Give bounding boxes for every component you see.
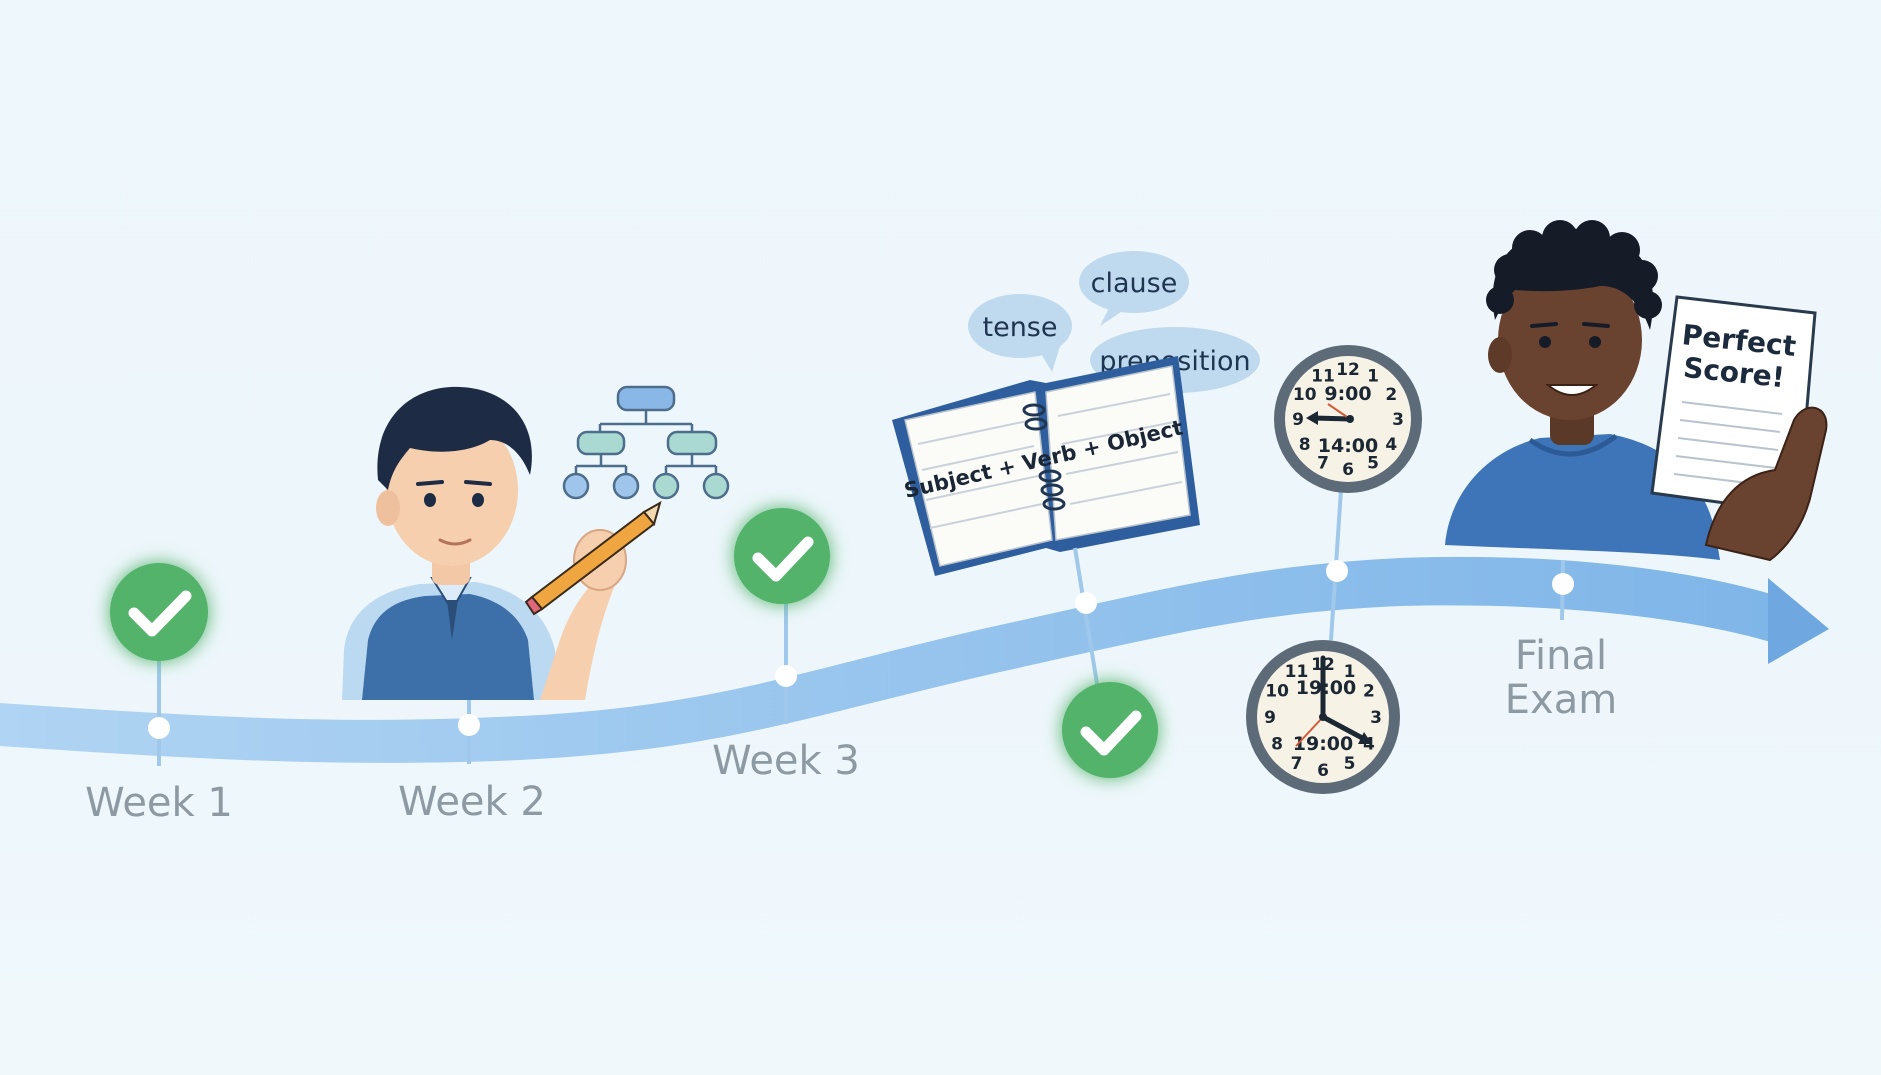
speech-bubble-tense: tense — [968, 294, 1072, 372]
check-icon — [110, 563, 208, 661]
svg-text:tense: tense — [983, 312, 1058, 343]
clock-numeral: 5 — [1344, 754, 1356, 774]
speech-bubble-clause: clause — [1079, 251, 1189, 326]
clock-numeral: 11 — [1311, 367, 1335, 387]
clock-numeral: 2 — [1363, 682, 1375, 702]
milestone-final-exam: Final Exam — [1505, 559, 1617, 723]
svg-text:9:00: 9:00 — [1324, 383, 1371, 405]
open-book-icon: Subject + Verb + Object — [892, 356, 1200, 576]
student-with-paper-illustration — [1445, 220, 1720, 560]
milestone-label: Week 3 — [712, 738, 860, 784]
timeline-ribbon — [0, 556, 1829, 763]
milestone-week-3: Week 3 — [712, 508, 860, 784]
clock-numeral: 3 — [1370, 708, 1382, 728]
clock-numeral: 8 — [1271, 735, 1283, 755]
milestone-week-1: Week 1 — [85, 563, 233, 826]
milestone-4 — [1062, 547, 1158, 778]
score-paper: Perfect Score! — [1650, 295, 1828, 562]
milestone-label: Week 2 — [398, 779, 546, 825]
milestone-week-2: Week 2 — [398, 700, 546, 825]
clock-numeral: 10 — [1265, 682, 1289, 702]
svg-text:clause: clause — [1091, 268, 1178, 299]
svg-text:19:00: 19:00 — [1293, 733, 1353, 755]
clock-numeral: 5 — [1367, 453, 1379, 473]
clock-numeral: 7 — [1317, 453, 1329, 473]
check-icon — [734, 508, 830, 604]
svg-text:14:00: 14:00 — [1318, 435, 1378, 457]
timeline-arrow-head — [1768, 578, 1829, 664]
clock-numeral: 1 — [1367, 367, 1379, 387]
svg-text:19:00: 19:00 — [1296, 677, 1356, 699]
book-spiral — [1022, 403, 1066, 511]
milestone-label: Week 1 — [85, 780, 233, 826]
milestone-label-line1: Final — [1515, 633, 1607, 679]
clock-numeral: 6 — [1342, 460, 1354, 480]
clock-numeral: 9 — [1264, 708, 1276, 728]
milestone-5 — [1326, 489, 1348, 641]
clock-numeral: 8 — [1299, 435, 1311, 455]
clock-numeral: 12 — [1336, 360, 1360, 380]
sentence-tree-icon — [562, 385, 730, 500]
clock-numeral: 11 — [1285, 662, 1309, 682]
clock-numeral: 1 — [1344, 662, 1356, 682]
clock-numeral: 2 — [1385, 385, 1397, 405]
clock-numeral: 4 — [1385, 435, 1397, 455]
clock-numeral: 3 — [1392, 410, 1404, 430]
clock-numeral: 7 — [1291, 754, 1303, 774]
clock-numeral: 9 — [1292, 410, 1304, 430]
milestone-label-line2: Exam — [1505, 677, 1617, 723]
pencil-icon — [524, 500, 662, 616]
clock-numeral: 6 — [1317, 761, 1329, 781]
student-with-pencil-illustration — [342, 386, 662, 700]
check-icon — [1062, 682, 1158, 778]
clock-numeral: 10 — [1293, 385, 1317, 405]
